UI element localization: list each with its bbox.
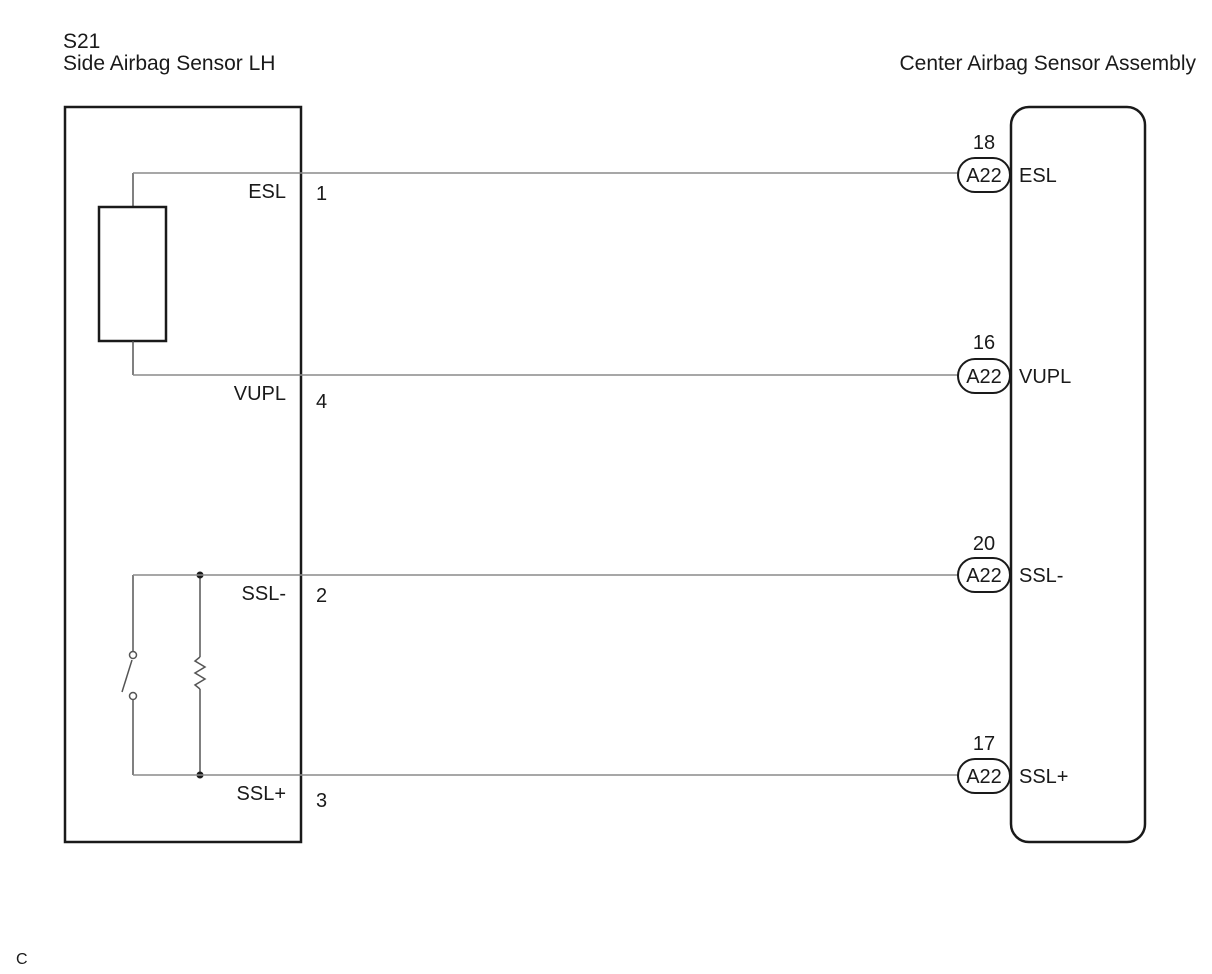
left-pin-label: ESL <box>248 181 286 203</box>
connector-esl: 18 A22 ESL <box>957 132 1057 193</box>
connector-pin-label: SSL- <box>1019 565 1063 587</box>
connector-code: A22 <box>966 766 1002 788</box>
left-pin-label: VUPL <box>234 383 286 405</box>
connector-vupl: 16 A22 VUPL <box>957 332 1071 394</box>
left-component-name: Side Airbag Sensor LH <box>63 52 275 75</box>
connector-code: A22 <box>966 366 1002 388</box>
connector-pin-number: 16 <box>973 332 995 354</box>
connector-ssl-plus: 17 A22 SSL+ <box>957 733 1068 794</box>
left-pin-number: 1 <box>316 183 327 205</box>
connector-pin-label: ESL <box>1019 165 1057 187</box>
connector-pin-number: 17 <box>973 733 995 755</box>
left-pin-label: SSL- <box>242 583 286 605</box>
left-component-code: S21 <box>63 30 100 53</box>
connector-pin-label: SSL+ <box>1019 766 1068 788</box>
switch-resistor-circuit <box>121 571 207 779</box>
center-airbag-sensor-box <box>1009 105 1147 844</box>
left-pin-number: 2 <box>316 585 327 607</box>
connector-pin-label: VUPL <box>1019 366 1071 388</box>
connector-code: A22 <box>966 565 1002 587</box>
side-airbag-sensor-box <box>63 105 303 844</box>
squib-element <box>97 173 168 375</box>
left-pin-label: SSL+ <box>237 783 286 805</box>
left-pin-number: 4 <box>316 391 327 413</box>
connector-pin-number: 20 <box>973 533 995 555</box>
connector-pin-number: 18 <box>973 132 995 154</box>
right-component-name: Center Airbag Sensor Assembly <box>900 52 1197 75</box>
connector-ssl-minus: 20 A22 SSL- <box>957 533 1063 593</box>
left-pin-number: 3 <box>316 790 327 812</box>
connector-code: A22 <box>966 165 1002 187</box>
footer-code: C <box>16 951 28 968</box>
